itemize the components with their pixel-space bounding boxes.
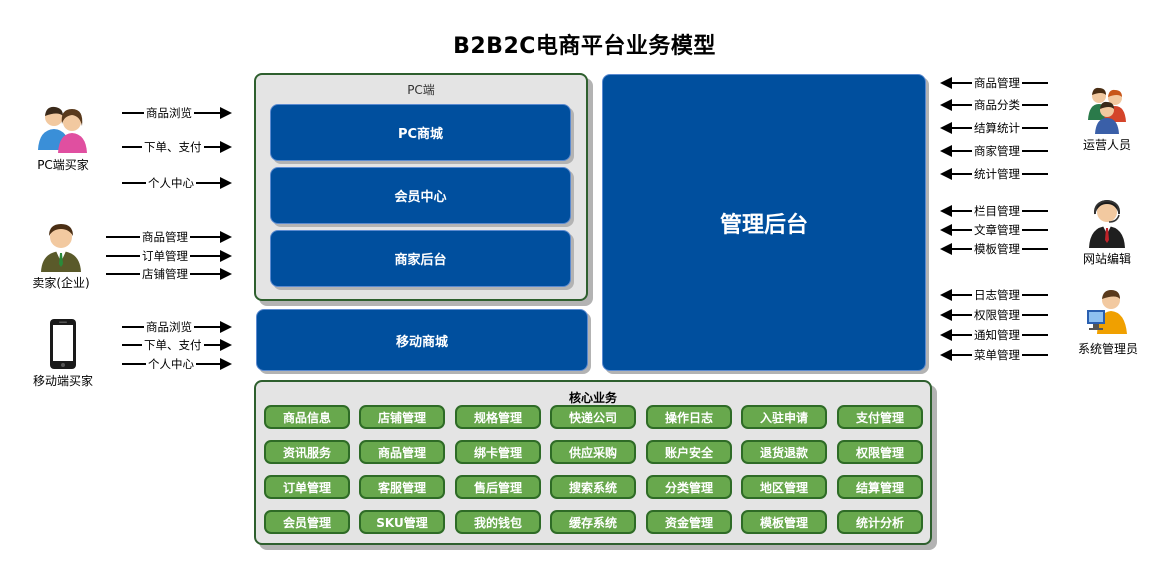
flow-arrow: 订单管理 bbox=[106, 248, 232, 264]
actor-mobile-buyer: 移动端买家 bbox=[26, 318, 100, 389]
flow-arrow: 个人中心 bbox=[122, 356, 232, 372]
core-chip[interactable]: 统计分析 bbox=[837, 510, 923, 534]
core-chip[interactable]: 入驻申请 bbox=[741, 405, 827, 429]
flow-arrow-label: 日志管理 bbox=[972, 287, 1022, 303]
flow-arrow: 商家管理 bbox=[940, 143, 1048, 159]
flow-arrow: 文章管理 bbox=[940, 222, 1048, 238]
flow-arrow: 商品分类 bbox=[940, 97, 1048, 113]
flow-arrow: 商品管理 bbox=[940, 75, 1048, 91]
admin-computer-icon bbox=[1087, 290, 1127, 334]
core-chip[interactable]: 店铺管理 bbox=[359, 405, 445, 429]
core-chip[interactable]: 快递公司 bbox=[550, 405, 636, 429]
smartphone-icon bbox=[50, 319, 76, 369]
flow-arrow-label: 商品管理 bbox=[972, 75, 1022, 91]
flow-arrow-label: 订单管理 bbox=[140, 248, 190, 264]
merchant-backend-box[interactable]: 商家后台 bbox=[270, 230, 571, 287]
flow-arrow-label: 个人中心 bbox=[146, 356, 196, 372]
core-business-panel: 核心业务 商品信息店铺管理规格管理快递公司操作日志入驻申请支付管理资讯服务商品管… bbox=[254, 380, 932, 545]
core-chip[interactable]: SKU管理 bbox=[359, 510, 445, 534]
flow-arrow-label: 商品浏览 bbox=[144, 319, 194, 335]
headset-operator-icon bbox=[1089, 199, 1125, 248]
core-business-title: 核心业务 bbox=[568, 391, 617, 405]
core-chip[interactable]: 分类管理 bbox=[646, 475, 732, 499]
actor-seller-label: 卖家(企业) bbox=[32, 276, 90, 290]
flow-arrow: 店铺管理 bbox=[106, 266, 232, 282]
core-chip[interactable]: 资讯服务 bbox=[264, 440, 350, 464]
two-users-icon bbox=[38, 106, 87, 153]
flow-arrow-label: 通知管理 bbox=[972, 327, 1022, 343]
flow-arrow: 日志管理 bbox=[940, 287, 1048, 303]
core-chip[interactable]: 模板管理 bbox=[741, 510, 827, 534]
flow-arrow: 权限管理 bbox=[940, 307, 1048, 323]
actor-pc-buyer: PC端买家 bbox=[28, 104, 98, 173]
flow-arrow: 模板管理 bbox=[940, 241, 1048, 257]
core-chip[interactable]: 账户安全 bbox=[646, 440, 732, 464]
flow-arrow: 商品浏览 bbox=[122, 105, 232, 121]
actor-operator-label: 运营人员 bbox=[1082, 138, 1131, 152]
flow-arrow-label: 下单、支付 bbox=[142, 337, 204, 353]
actor-pc-buyer-label: PC端买家 bbox=[37, 158, 89, 172]
core-chip[interactable]: 结算管理 bbox=[837, 475, 923, 499]
flow-arrow: 下单、支付 bbox=[122, 139, 232, 155]
flow-arrow-label: 商家管理 bbox=[972, 143, 1022, 159]
flow-arrow: 商品管理 bbox=[106, 229, 232, 245]
businessman-icon bbox=[41, 224, 81, 272]
flow-arrow-label: 下单、支付 bbox=[142, 139, 204, 155]
flow-arrow: 栏目管理 bbox=[940, 203, 1048, 219]
core-chip[interactable]: 商品管理 bbox=[359, 440, 445, 464]
actor-sysadmin-label: 系统管理员 bbox=[1077, 342, 1138, 356]
core-chip[interactable]: 地区管理 bbox=[741, 475, 827, 499]
flow-arrow-label: 商品分类 bbox=[972, 97, 1022, 113]
mobile-mall-box[interactable]: 移动商城 bbox=[256, 309, 588, 371]
core-chip[interactable]: 客服管理 bbox=[359, 475, 445, 499]
core-chip[interactable]: 绑卡管理 bbox=[455, 440, 541, 464]
member-center-box[interactable]: 会员中心 bbox=[270, 167, 571, 224]
core-chip[interactable]: 售后管理 bbox=[455, 475, 541, 499]
actor-seller: 卖家(企业) bbox=[26, 222, 96, 291]
flow-arrow: 通知管理 bbox=[940, 327, 1048, 343]
core-chip[interactable]: 搜索系统 bbox=[550, 475, 636, 499]
actor-site-editor: 网站编辑 bbox=[1072, 198, 1142, 267]
flow-arrow: 个人中心 bbox=[122, 175, 232, 191]
pc-panel-title: PC端 bbox=[407, 83, 435, 97]
flow-arrow-label: 商品浏览 bbox=[144, 105, 194, 121]
flow-arrow: 统计管理 bbox=[940, 166, 1048, 182]
flow-arrow-label: 模板管理 bbox=[972, 241, 1022, 257]
flow-arrow: 结算统计 bbox=[940, 120, 1048, 136]
admin-backend-box[interactable]: 管理后台 bbox=[602, 74, 926, 371]
actor-sysadmin: 系统管理员 bbox=[1068, 288, 1148, 357]
core-chip[interactable]: 规格管理 bbox=[455, 405, 541, 429]
flow-arrow-label: 菜单管理 bbox=[972, 347, 1022, 363]
core-chip[interactable]: 权限管理 bbox=[837, 440, 923, 464]
core-chip[interactable]: 订单管理 bbox=[264, 475, 350, 499]
flow-arrow-label: 文章管理 bbox=[972, 222, 1022, 238]
flow-arrow-label: 商品管理 bbox=[140, 229, 190, 245]
diagram-title: B2B2C电商平台业务模型 bbox=[453, 34, 716, 59]
core-chip[interactable]: 退货退款 bbox=[741, 440, 827, 464]
core-chip[interactable]: 操作日志 bbox=[646, 405, 732, 429]
core-chip[interactable]: 供应采购 bbox=[550, 440, 636, 464]
flow-arrow: 下单、支付 bbox=[122, 337, 232, 353]
core-chip[interactable]: 资金管理 bbox=[646, 510, 732, 534]
core-chip[interactable]: 支付管理 bbox=[837, 405, 923, 429]
core-chip[interactable]: 会员管理 bbox=[264, 510, 350, 534]
flow-arrow: 菜单管理 bbox=[940, 347, 1048, 363]
core-chip[interactable]: 商品信息 bbox=[264, 405, 350, 429]
flow-arrow-label: 栏目管理 bbox=[972, 203, 1022, 219]
flow-arrow-label: 结算统计 bbox=[972, 120, 1022, 136]
group-users-icon bbox=[1088, 87, 1126, 134]
flow-arrow-label: 权限管理 bbox=[972, 307, 1022, 323]
pc-mall-box[interactable]: PC商城 bbox=[270, 104, 571, 161]
core-chip[interactable]: 我的钱包 bbox=[455, 510, 541, 534]
flow-arrow-label: 店铺管理 bbox=[140, 266, 190, 282]
flow-arrow-label: 个人中心 bbox=[146, 175, 196, 191]
actor-site-editor-label: 网站编辑 bbox=[1082, 252, 1131, 266]
actor-mobile-buyer-label: 移动端买家 bbox=[32, 374, 93, 388]
actor-operator: 运营人员 bbox=[1072, 86, 1142, 153]
core-chip[interactable]: 缓存系统 bbox=[550, 510, 636, 534]
flow-arrow-label: 统计管理 bbox=[972, 166, 1022, 182]
flow-arrow: 商品浏览 bbox=[122, 319, 232, 335]
